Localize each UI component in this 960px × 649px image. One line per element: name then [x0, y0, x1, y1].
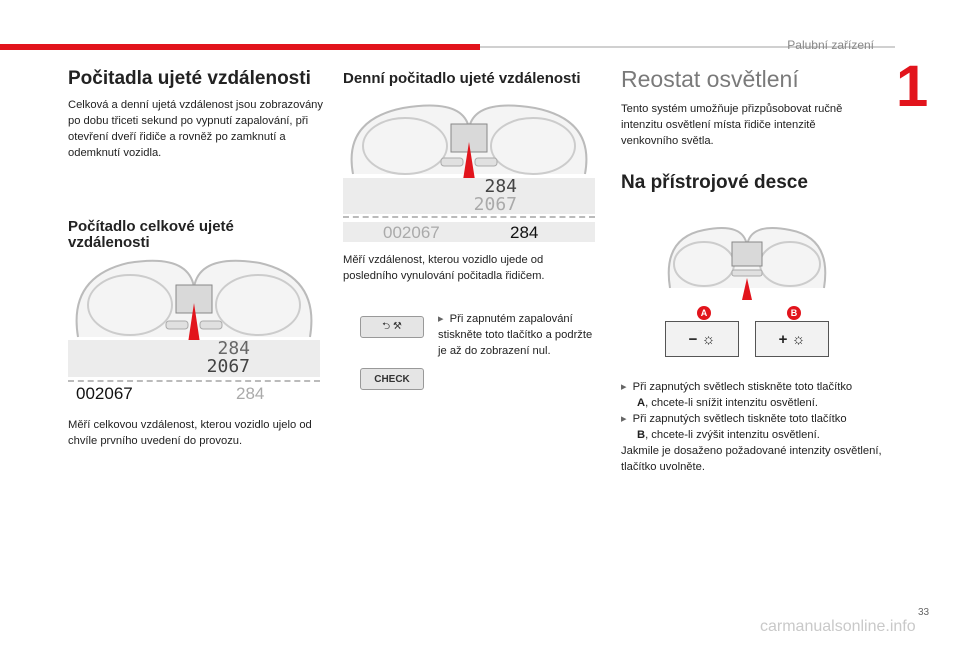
section-title-dimmer: Reostat osvětlení	[621, 66, 799, 92]
dimmer-plus-button[interactable]: + ☼	[755, 321, 829, 357]
odometer-row-panel	[343, 222, 595, 242]
display-trip-value: 284	[484, 176, 517, 197]
subtitle-total-odometer: Počítadlo celkové ujeté vzdálenosti	[68, 218, 234, 251]
odometer-trip-value: 284	[236, 384, 265, 403]
section-title-trip-odometer: Denní počitadlo ujeté vzdálenosti	[343, 70, 581, 87]
trip-odometer-text: Měří vzdálenost, kterou vozidlo ujede od…	[343, 254, 545, 282]
chapter-title: Palubní zařízení	[787, 38, 874, 52]
minus-icon: −	[688, 330, 698, 348]
check-button[interactable]: CHECK	[360, 368, 424, 390]
dashed-divider	[68, 380, 320, 384]
total-odometer-text: Měří celkovou vzdálenost, kterou vozidlo…	[68, 419, 312, 447]
display-total-value: 2067	[206, 356, 250, 377]
odometers-intro: Celková a denní ujetá vzdálenost jsou zo…	[68, 99, 323, 159]
display-panel: 284 2067	[68, 340, 320, 377]
reset-button[interactable]: ⮌ ⚒	[360, 316, 424, 338]
sun-icon: ☼	[701, 330, 716, 348]
dimmer-closing-text: Jakmile je dosaženo požadované intenzity…	[621, 445, 882, 473]
display-panel: 284 2067	[343, 178, 595, 214]
dimmer-intro: Tento systém umožňuje přizpůsobovat ručn…	[621, 103, 843, 147]
sun-icon: ☼	[791, 330, 806, 348]
dimmer-instruction-a: ▸Při zapnutých světlech stiskněte toto t…	[621, 381, 853, 409]
header-grey-line	[480, 46, 895, 48]
page-number: 33	[918, 607, 930, 618]
instrument-cluster-illustration	[350, 104, 588, 180]
bullet-icon: ▸	[438, 313, 444, 325]
display-trip-value: 284	[217, 338, 250, 359]
bullet-icon: ▸	[621, 413, 627, 425]
plus-icon: +	[778, 330, 788, 348]
odometer-total-value: 002067	[383, 223, 440, 242]
instrument-cluster-illustration	[667, 227, 827, 300]
dimmer-instruction-b: ▸Při zapnutých světlech tiskněte toto tl…	[621, 413, 847, 441]
reset-wrench-icon: ⮌ ⚒	[382, 320, 402, 332]
reset-instruction: ▸Při zapnutém zapalování stiskněte toto …	[438, 313, 593, 357]
odometer-trip-value: 284	[510, 223, 539, 242]
instrument-cluster-illustration	[75, 259, 313, 343]
section-title-odometers: Počitadla ujeté vzdálenosti	[68, 68, 311, 89]
label-b-badge: B	[787, 306, 801, 320]
bullet-icon: ▸	[621, 381, 627, 393]
display-total-value: 2067	[473, 194, 517, 215]
chapter-number: 1	[896, 54, 929, 119]
dashed-divider	[343, 216, 595, 220]
header-red-bar	[0, 44, 480, 50]
odometer-total-value: 002067	[76, 384, 133, 403]
watermark: carmanualsonline.info	[760, 618, 916, 635]
dimmer-minus-button[interactable]: − ☼	[665, 321, 739, 357]
label-a-badge: A	[697, 306, 711, 320]
subtitle-dashboard: Na přístrojové desce	[621, 172, 808, 193]
